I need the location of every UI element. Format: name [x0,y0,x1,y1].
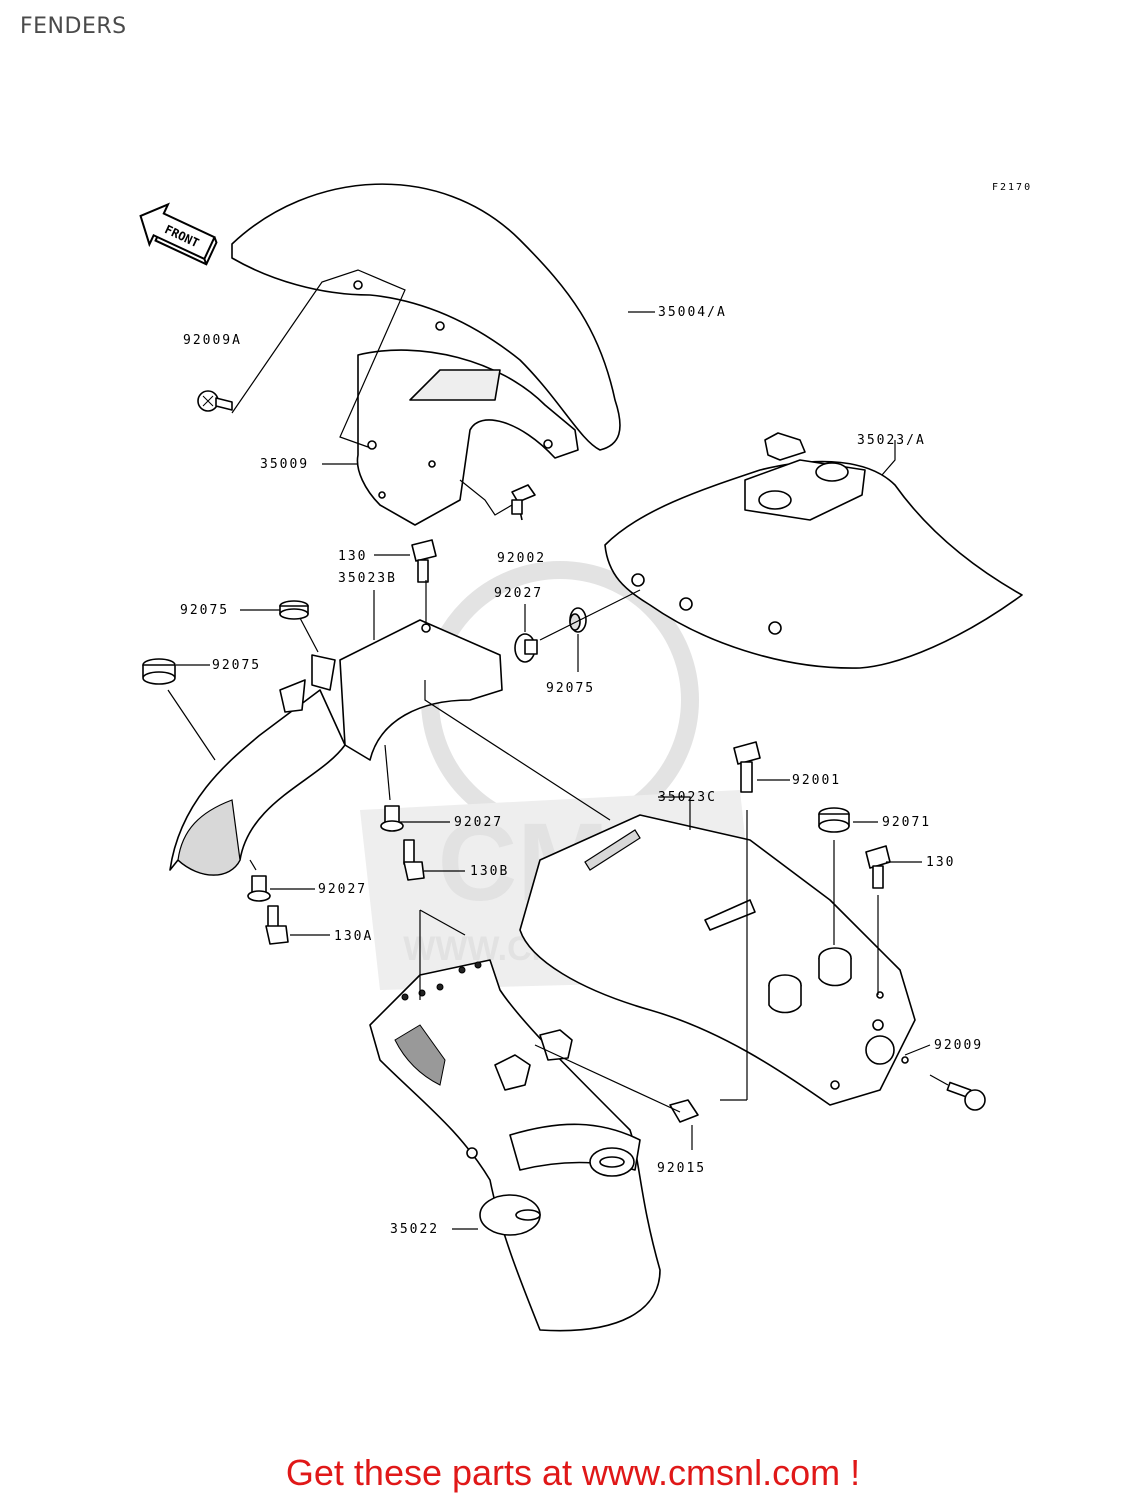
label-92002: 92002 [497,551,546,566]
label-35023a: 35023/A [857,433,926,448]
label-92075-a: 92075 [180,603,229,618]
label-92027-low: 92027 [318,882,367,897]
front-fender [231,183,621,451]
bolt-92002-icon [511,484,536,521]
footer-cta-link[interactable]: Get these parts at www.cmsnl.com ! [285,1452,861,1493]
label-92075-b: 92075 [212,658,261,673]
bolt-130-right-icon [865,845,891,889]
front-direction-arrow: FRONT [139,202,218,266]
collar-92027-top-icon [514,633,538,663]
label-92075-c: 92075 [546,681,595,696]
screw-92009a-icon [197,390,233,412]
label-35023b: 35023B [338,571,397,586]
label-35023c: 35023C [658,790,717,805]
rear-fender-lower [369,959,661,1332]
front-fender-bracket [356,349,579,526]
label-92009a: 92009A [183,333,242,348]
grommet-92071-icon [818,807,850,833]
grommet-92075-right-icon [569,607,587,633]
collar-92027-mid-icon [380,805,404,832]
leader-lines [167,269,949,1230]
clip-92015-icon [669,1099,699,1123]
collar-92027-low-icon [247,875,271,902]
grommet-92075-a-icon [279,600,309,620]
label-35009: 35009 [260,457,309,472]
screw-92009-icon [946,1081,986,1111]
page-title: FENDERS [20,14,127,39]
bolt-92001-icon [733,741,761,793]
bolt-130b-icon [403,839,425,881]
rear-inner-fender-bracket [169,619,503,876]
label-92001: 92001 [792,773,841,788]
label-130: 130 [338,549,367,564]
label-130-right: 130 [926,855,955,870]
label-92027-top: 92027 [494,586,543,601]
label-92071: 92071 [882,815,931,830]
label-92027-mid: 92027 [454,815,503,830]
label-130a: 130A [334,929,373,944]
bolt-130-icon [411,539,437,583]
rear-fender-front [604,432,1023,669]
hardware [142,390,986,1123]
label-35022: 35022 [390,1222,439,1237]
label-92009: 92009 [934,1038,983,1053]
label-35004a: 35004/A [658,305,727,320]
part-labels: 35004/A 92009A 35009 35023/A 92002 130 3… [180,305,983,1237]
rear-fender-middle [519,814,916,1106]
bolt-130a-icon [265,905,289,945]
figure-code: F2170 [992,182,1032,193]
label-92015: 92015 [657,1161,706,1176]
label-130b: 130B [470,864,509,879]
grommet-92075-b-icon [142,658,176,685]
